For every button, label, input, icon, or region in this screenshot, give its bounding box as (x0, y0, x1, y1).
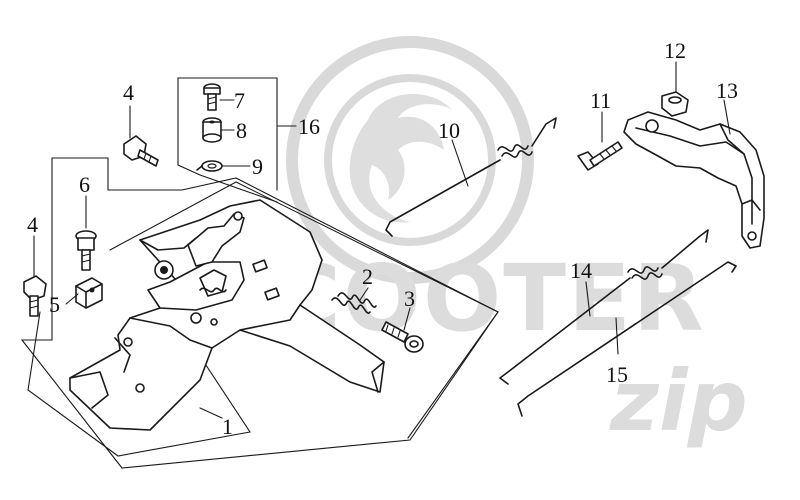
part-11-bolt (577, 141, 623, 171)
callout-14: 14 (570, 258, 592, 283)
callout-8: 8 (236, 118, 247, 143)
part-13-governor-arm (623, 111, 765, 249)
callout-7: 7 (234, 88, 245, 113)
part-5-clip-nut (75, 277, 103, 309)
callout-1: 1 (222, 414, 233, 439)
callout-6: 6 (79, 172, 90, 197)
callout-4-upper: 4 (123, 80, 134, 105)
part-9-clip (196, 160, 223, 172)
callout-12: 12 (664, 38, 686, 63)
callout-2: 2 (362, 264, 373, 289)
part-1-control-plate (69, 199, 385, 431)
callout-16: 16 (298, 114, 320, 139)
callout-11: 11 (590, 88, 611, 113)
part-6-stud (75, 230, 97, 271)
callout-5: 5 (49, 292, 60, 317)
part-2-spring (331, 292, 377, 314)
part-7-screw (203, 83, 221, 111)
part-12-nut (661, 91, 689, 117)
callout-labels: 1 2 3 4 4 5 6 7 8 9 10 11 12 13 14 15 16 (27, 38, 738, 439)
callout-13: 13 (716, 78, 738, 103)
part-8-collar (202, 117, 222, 143)
callout-4-lower: 4 (27, 212, 38, 237)
part-14-spring-rod (499, 229, 709, 385)
group-outlines (20, 77, 499, 469)
callout-15: 15 (606, 362, 628, 387)
part-3-screw (381, 321, 424, 353)
part-10-spring-rod (385, 117, 557, 237)
part-4-bolt-upper (123, 135, 159, 167)
part-4-bolt-lower (23, 275, 47, 317)
part-15-rod (517, 261, 737, 417)
leader-lines (33, 61, 731, 419)
callout-9: 9 (252, 154, 263, 179)
callout-10: 10 (438, 118, 460, 143)
callout-3: 3 (404, 286, 415, 311)
watermark-script: zip (609, 352, 748, 450)
